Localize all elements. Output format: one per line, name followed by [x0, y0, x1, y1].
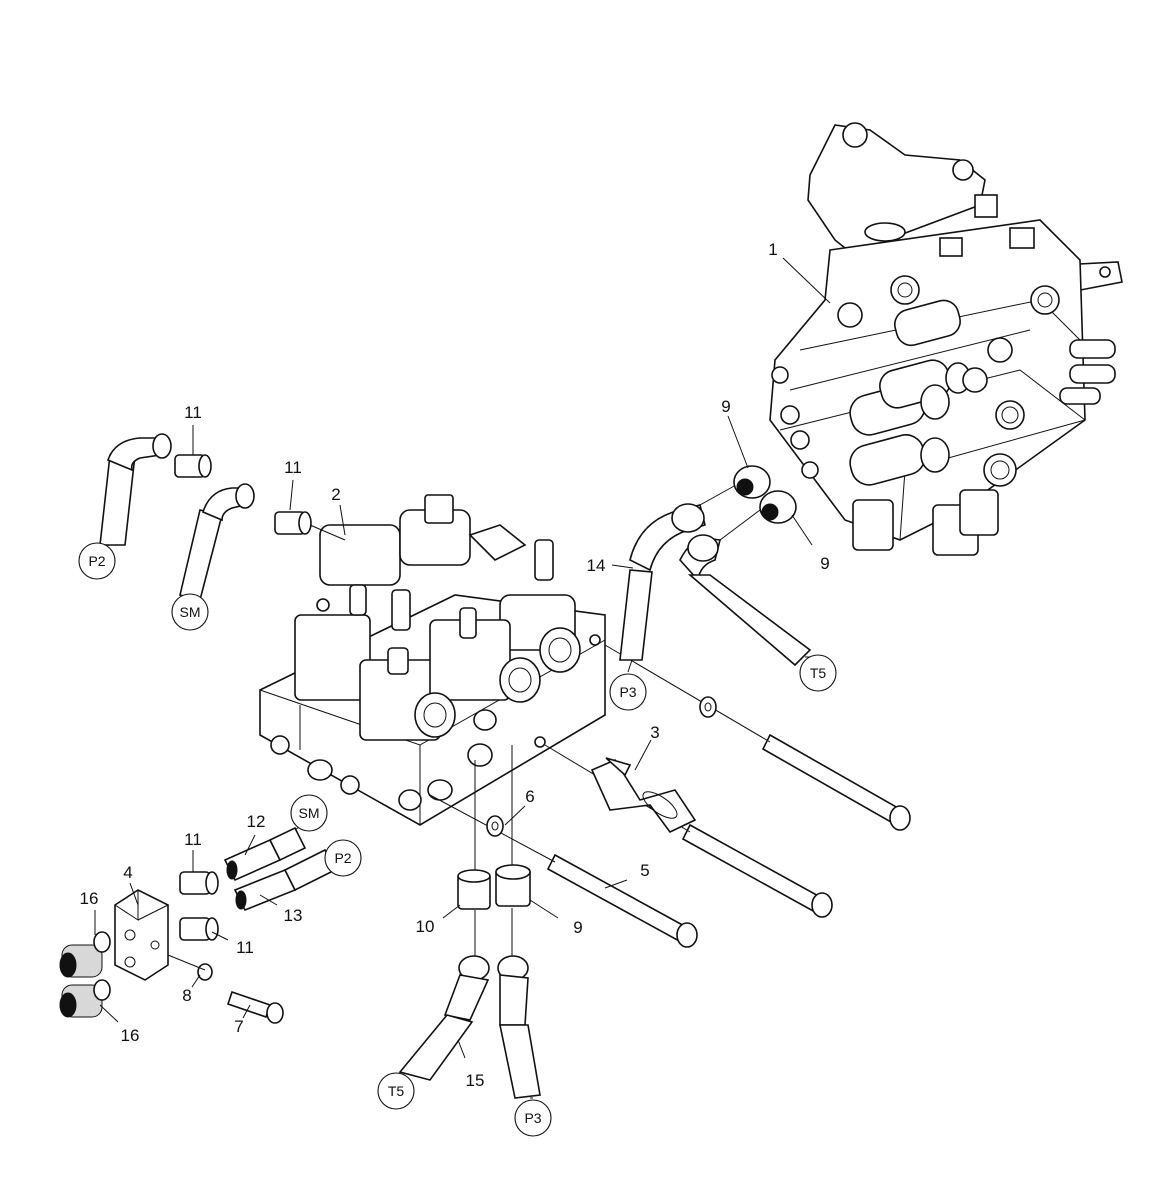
port-tag-p2-lower: P2: [324, 839, 362, 877]
svg-text:P2: P2: [334, 850, 351, 866]
callout-2: 2: [331, 485, 340, 504]
callout-4: 4: [123, 863, 132, 882]
svg-text:P3: P3: [524, 1110, 541, 1126]
port-adapters: [457, 745, 531, 960]
svg-text:SM: SM: [180, 604, 201, 620]
callout-16-lower: 16: [121, 1026, 140, 1045]
callout-12: 12: [247, 812, 266, 831]
callout-numbers: 1 2 3 4 5 6 7 8 9 9 9 10 11 11 11 11 12 …: [80, 240, 830, 1090]
callout-8: 8: [182, 986, 191, 1005]
callout-10: 10: [416, 917, 435, 936]
main-control-valve: [769, 122, 1123, 556]
mounting-bracket: [590, 757, 697, 834]
callout-13: 13: [284, 906, 303, 925]
svg-text:P3: P3: [619, 684, 636, 700]
upper-left-hoses: [99, 433, 346, 601]
leader-lines: [94, 257, 831, 1099]
svg-text:T5: T5: [810, 665, 827, 681]
washer: [486, 696, 717, 837]
callout-11-a: 11: [184, 403, 202, 422]
svg-text:T5: T5: [388, 1083, 405, 1099]
solenoid-valve-block: [259, 494, 606, 826]
svg-text:SM: SM: [299, 805, 320, 821]
callout-11-b: 11: [284, 458, 302, 477]
port-tag-t5-right: T5: [799, 654, 837, 692]
callout-7: 7: [234, 1017, 243, 1036]
port-tag-sm-lower: SM: [290, 794, 328, 832]
callout-16-upper: 16: [80, 889, 99, 908]
port-tag-p3-right: P3: [609, 673, 647, 711]
port-tag-p3-lower: P3: [514, 1099, 552, 1137]
callout-9-lower: 9: [573, 918, 582, 937]
callout-15: 15: [466, 1071, 485, 1090]
callout-11-c: 11: [184, 830, 202, 849]
callout-5: 5: [640, 861, 649, 880]
right-hoses: [619, 465, 812, 667]
tie-rod-bolts: [429, 644, 911, 948]
callout-1: 1: [768, 240, 777, 259]
callout-3: 3: [650, 723, 659, 742]
callout-11-d: 11: [236, 938, 254, 957]
callout-9-right: 9: [820, 554, 829, 573]
callout-14: 14: [587, 556, 606, 575]
callout-6: 6: [525, 787, 534, 806]
callout-9-upper: 9: [721, 397, 730, 416]
svg-text:P2: P2: [88, 553, 105, 569]
port-tag-p2-upper: P2: [78, 542, 116, 580]
port-tag-t5-lower: T5: [377, 1072, 415, 1110]
lower-hoses: [398, 955, 541, 1099]
port-tag-sm-upper: SM: [171, 593, 209, 631]
lower-left-manifold: [59, 826, 337, 1024]
